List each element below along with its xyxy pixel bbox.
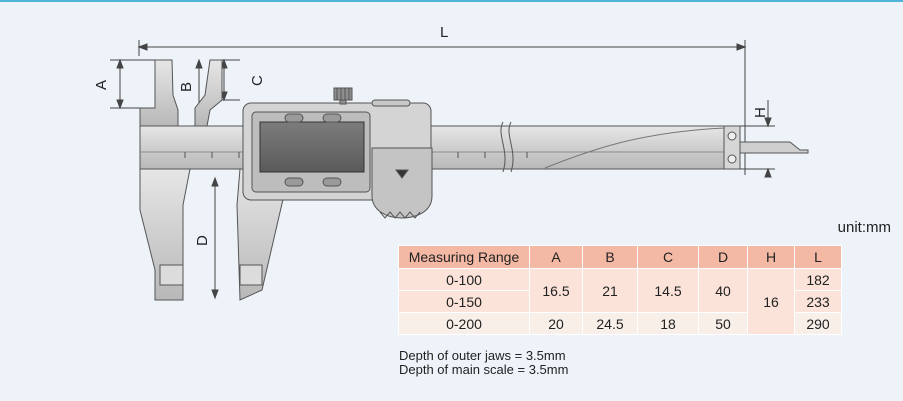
header-l: L (794, 245, 842, 269)
main-scale-ticks (184, 152, 528, 158)
dimension-D (211, 176, 219, 300)
note-main-scale-depth: Depth of main scale = 3.5mm (399, 362, 569, 377)
range-cell: 0-150 (398, 290, 530, 313)
table-header-row: Measuring Range A B C D H L (398, 245, 842, 269)
spec-table: Measuring Range A B C D H L 0-100 16.5 2… (398, 245, 842, 335)
dimension-H (740, 100, 775, 178)
range-cell: 0-200 (398, 312, 530, 335)
d-cell: 50 (698, 312, 748, 335)
l-cell: 182 (794, 268, 842, 291)
h-cell: 16 (747, 268, 795, 335)
header-c: C (637, 245, 699, 269)
label-L: L (440, 24, 448, 41)
label-D: D (194, 235, 211, 246)
a-cell: 20 (529, 312, 583, 335)
label-B: B (178, 82, 195, 92)
c-cell: 14.5 (637, 268, 699, 313)
d-cell: 40 (698, 268, 748, 313)
dimension-A (110, 58, 160, 110)
slider-body (242, 87, 433, 219)
l-cell: 290 (794, 312, 842, 335)
c-cell: 18 (637, 312, 699, 335)
range-cell: 0-100 (398, 268, 530, 291)
table-row: 0-100 16.5 21 14.5 40 16 182 (398, 268, 842, 335)
header-d: D (698, 245, 748, 269)
label-A: A (93, 80, 110, 90)
l-cell: 233 (794, 290, 842, 313)
table-row: 0-150 233 (398, 290, 842, 313)
sliding-jaw (194, 59, 291, 301)
header-h: H (747, 245, 795, 269)
note-outer-jaw-depth: Depth of outer jaws = 3.5mm (399, 348, 566, 363)
b-cell: 21 (582, 268, 638, 313)
label-C: C (249, 75, 266, 86)
label-H: H (752, 107, 769, 118)
unit-label: unit:mm (837, 219, 891, 236)
table-row: 0-200 20 24.5 18 50 290 (398, 312, 842, 335)
header-a: A (529, 245, 583, 269)
fixed-jaw (139, 59, 191, 301)
header-b: B (582, 245, 638, 269)
a-cell: 16.5 (529, 268, 583, 313)
caliper-main-beam (139, 121, 809, 173)
b-cell: 24.5 (582, 312, 638, 335)
header-measuring-range: Measuring Range (398, 245, 530, 269)
